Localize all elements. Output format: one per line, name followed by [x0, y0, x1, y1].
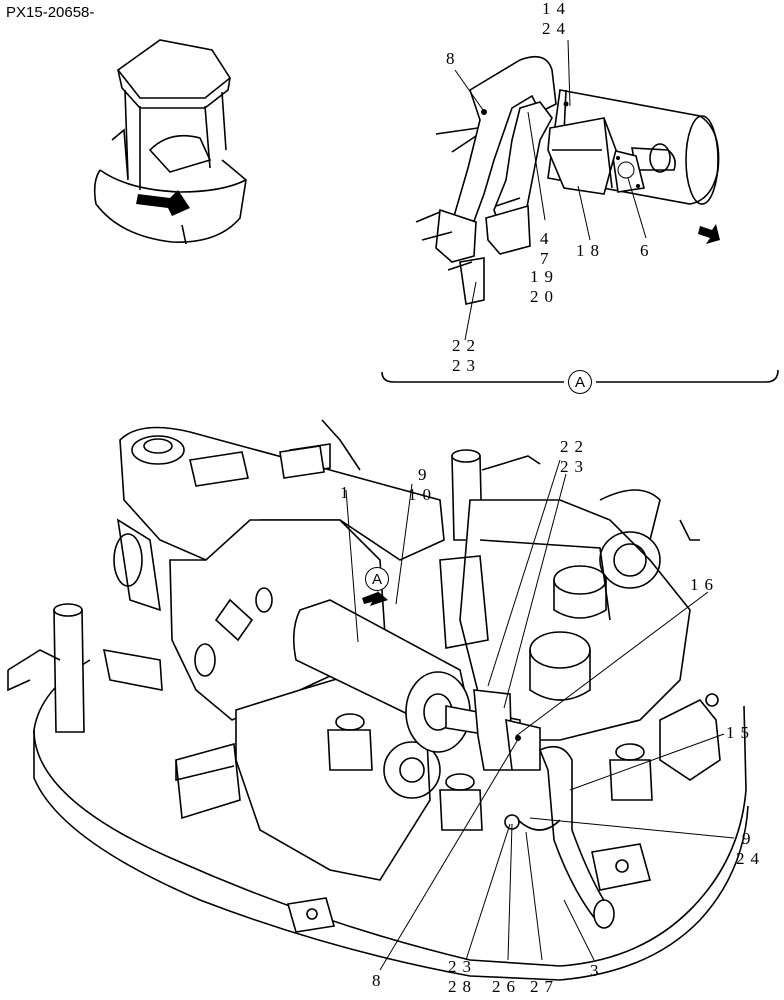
ref-23-detail: 23 — [452, 356, 481, 375]
detail-a-muffler-bracket — [415, 39, 720, 341]
ref-8-main: 8 — [372, 971, 387, 990]
ref-16: 16 — [690, 575, 719, 594]
ref-10: 10 — [408, 485, 437, 504]
ref-15: 15 — [726, 723, 755, 742]
main-turntable-view — [7, 419, 749, 981]
detail-a-callout: A — [568, 370, 592, 394]
ref-22-main: 22 — [560, 437, 589, 456]
ref-24-main: 24 — [736, 849, 765, 868]
ref-23b: 23 — [448, 957, 477, 976]
ref-23-main: 23 — [560, 457, 589, 476]
ref-9b: 9 — [742, 829, 757, 848]
drawing-code: PX15-20658- — [6, 4, 95, 21]
ref-28: 28 — [448, 977, 477, 996]
ref-20: 20 — [530, 287, 559, 306]
ref-3: 3 — [590, 961, 605, 980]
ref-8-detail: 8 — [446, 49, 461, 68]
ref-9-main: 9 — [418, 465, 433, 484]
main-a-callout: A — [365, 567, 389, 591]
ref-18: 18 — [576, 241, 605, 260]
ref-19: 19 — [530, 267, 559, 286]
ref-27: 27 — [530, 977, 559, 996]
ref-4: 4 — [540, 229, 555, 248]
ref-7: 7 — [540, 249, 555, 268]
machine-thumbnail — [93, 39, 247, 245]
ref-24: 24 — [542, 19, 571, 38]
ref-14: 14 — [542, 0, 571, 18]
ref-1: 1 — [340, 483, 355, 502]
ref-26: 26 — [492, 977, 521, 996]
ref-6: 6 — [640, 241, 655, 260]
ref-22-detail: 22 — [452, 336, 481, 355]
detail-bracket-line — [381, 369, 779, 383]
